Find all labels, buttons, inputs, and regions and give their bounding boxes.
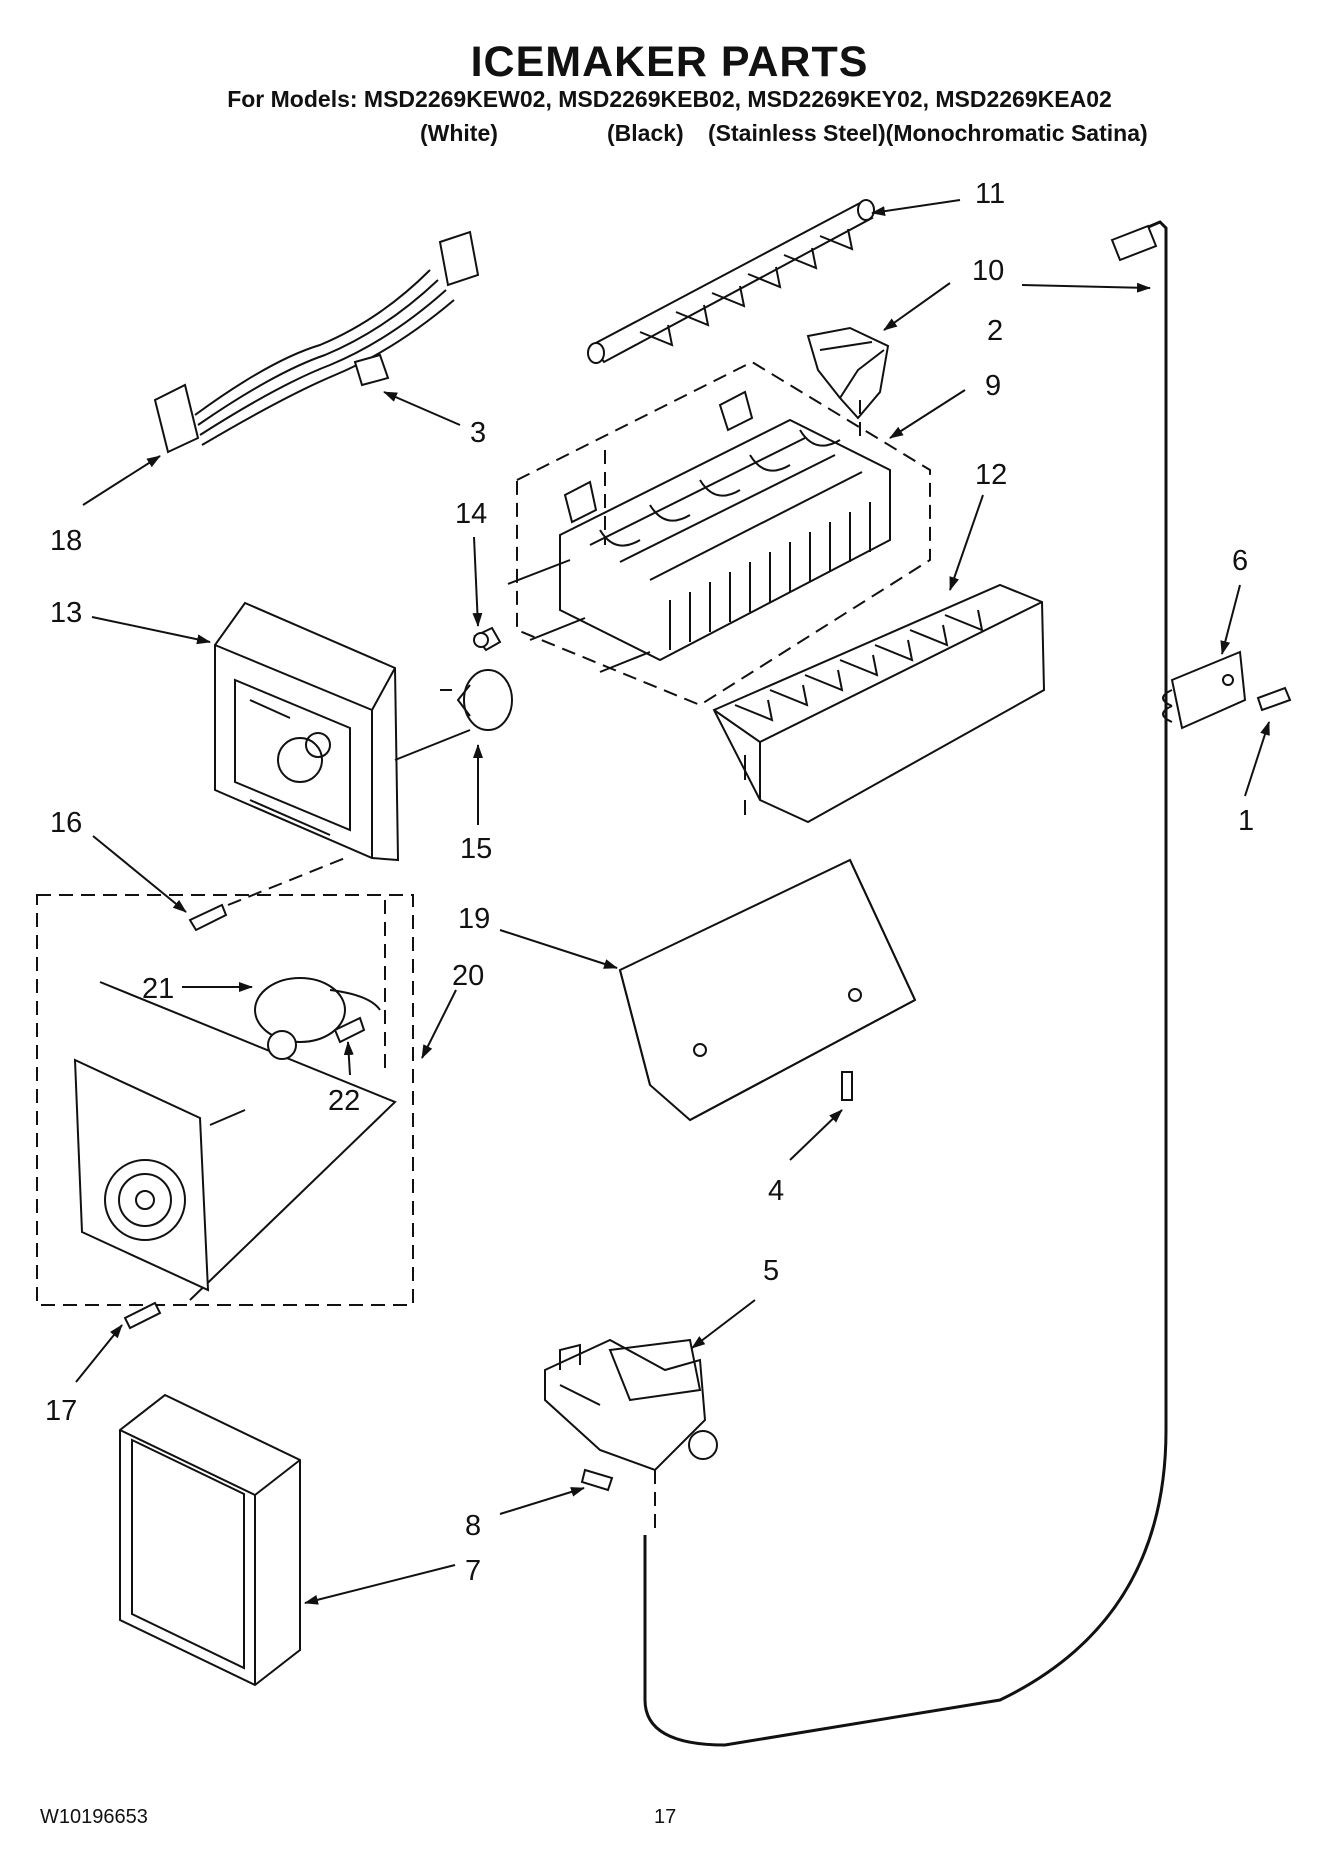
document-code: W10196653 — [40, 1806, 148, 1828]
svg-text:8: 8 — [465, 1510, 481, 1542]
svg-text:10: 10 — [972, 255, 1004, 287]
svg-text:7: 7 — [465, 1555, 481, 1587]
motor-screw — [333, 1016, 366, 1044]
svg-text:21: 21 — [142, 973, 174, 1005]
svg-text:2: 2 — [987, 315, 1003, 347]
stripper — [712, 583, 1046, 824]
callout-14: 14 — [455, 498, 487, 627]
water-valve — [544, 1338, 718, 1530]
thermostat — [394, 669, 513, 761]
svg-text:19: 19 — [458, 903, 490, 935]
callout-4: 4 — [768, 1109, 843, 1207]
page-title: ICEMAKER PARTS — [470, 38, 869, 86]
svg-text:17: 17 — [45, 1395, 77, 1427]
svg-text:1: 1 — [1238, 805, 1254, 837]
callout-17: 17 — [45, 1324, 123, 1427]
callout-2: 2 — [987, 282, 1151, 347]
callout-8: 8 — [465, 1487, 585, 1542]
callout-16: 16 — [50, 807, 187, 913]
valve-screw — [580, 1468, 614, 1492]
cover — [618, 858, 917, 1122]
callout-6: 6 — [1220, 545, 1248, 655]
thermostat-clip — [473, 626, 502, 652]
callout-1: 1 — [1238, 721, 1270, 837]
motor — [254, 977, 381, 1060]
callout-21: 21 — [142, 973, 253, 1005]
variant-white: (White) — [420, 120, 498, 146]
fill-cup — [806, 326, 890, 420]
svg-text:3: 3 — [470, 417, 486, 449]
control-housing — [214, 601, 400, 862]
callout-18: 18 — [50, 455, 161, 557]
callout-12: 12 — [949, 459, 1007, 591]
callout-5: 5 — [691, 1255, 779, 1349]
variant-black: (Black) — [607, 120, 684, 146]
callout-9: 9 — [889, 370, 1001, 439]
callout-3: 3 — [383, 391, 486, 449]
models-line: For Models: MSD2269KEW02, MSD2269KEB02, … — [227, 86, 1112, 112]
svg-text:5: 5 — [763, 1255, 779, 1287]
svg-text:6: 6 — [1232, 545, 1248, 577]
svg-text:20: 20 — [452, 960, 484, 992]
svg-text:13: 13 — [50, 597, 82, 629]
svg-text:18: 18 — [50, 525, 82, 557]
callout-11: 11 — [871, 178, 1005, 217]
ejector — [587, 199, 875, 364]
foam-pad — [119, 1393, 301, 1687]
module-screw — [123, 1301, 162, 1330]
module-assembly — [36, 894, 414, 1306]
svg-text:12: 12 — [975, 459, 1007, 491]
svg-text:22: 22 — [328, 1085, 360, 1117]
callout-10: 10 — [883, 255, 1004, 331]
tube-clamp — [1162, 650, 1247, 730]
callout-13: 13 — [50, 597, 211, 645]
callout-7: 7 — [304, 1555, 481, 1605]
harness-clip — [353, 353, 390, 387]
housing-screw — [188, 857, 346, 932]
page-number: 17 — [654, 1806, 677, 1828]
fill-tube — [643, 220, 1168, 1747]
svg-text:9: 9 — [985, 370, 1001, 402]
svg-text:14: 14 — [455, 498, 487, 530]
wire-harness — [153, 230, 480, 454]
clamp-screw — [1256, 686, 1292, 712]
mold — [507, 360, 931, 707]
callout-15: 15 — [460, 744, 492, 865]
callout-20: 20 — [421, 960, 484, 1059]
cover-screw — [841, 1071, 853, 1101]
callout-19: 19 — [458, 903, 618, 969]
variant-steel-satina: (Stainless Steel)(Monochromatic Satina) — [708, 120, 1148, 146]
svg-text:16: 16 — [50, 807, 82, 839]
svg-text:15: 15 — [460, 833, 492, 865]
svg-text:4: 4 — [768, 1175, 784, 1207]
callout-22: 22 — [328, 1041, 360, 1117]
svg-text:11: 11 — [975, 178, 1005, 210]
